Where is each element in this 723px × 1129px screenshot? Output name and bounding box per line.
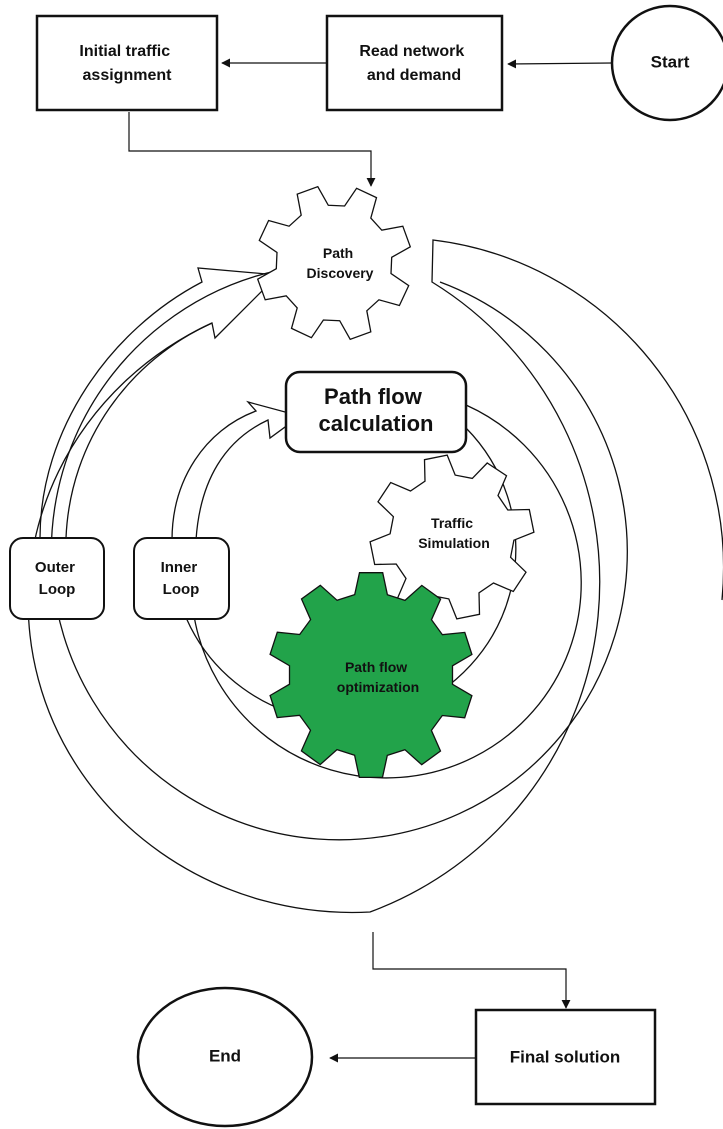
path-discovery-line-2: Discovery	[307, 265, 374, 281]
traffic-simulation-line-2: Simulation	[418, 535, 490, 551]
path-flow-calculation-box: Path flow calculation	[284, 370, 468, 454]
svg-text:Path flow calculation: Path flow calculation	[319, 384, 434, 436]
traffic-simulation-gear-shape	[369, 454, 535, 620]
connector-start-to-read	[507, 59, 613, 69]
svg-text:Inner Loop: Inner Loop	[161, 559, 202, 598]
end-node: End	[136, 986, 314, 1128]
traffic-simulation-gear: Traffic Simulation	[369, 454, 535, 620]
read-network-line-1: Read network	[359, 43, 464, 60]
outer-loop-label-box: Outer Loop	[9, 537, 105, 620]
path-flow-optimization-line-1: Path flow	[345, 659, 407, 675]
svg-text:Path Discovery: Path Discovery	[307, 245, 374, 281]
svg-text:Read network and demand: Read network and demand	[359, 43, 468, 84]
path-flow-optimization-gear-shape	[269, 571, 473, 779]
path-flow-calculation-line-2: calculation	[319, 411, 434, 436]
end-label: End	[209, 1046, 241, 1065]
traffic-simulation-line-1: Traffic	[431, 515, 473, 531]
path-flow-optimization-gear: Path flow optimization	[269, 571, 473, 779]
outer-loop-line-2: Loop	[39, 581, 76, 598]
start-label: Start	[651, 52, 690, 71]
inner-ring-edge-a	[190, 404, 582, 779]
start-node: Start	[610, 4, 723, 122]
inner-loop-line-2: Loop	[163, 581, 200, 598]
connector-initial-to-discovery	[128, 112, 376, 187]
svg-text:Outer Loop: Outer Loop	[35, 559, 79, 598]
final-solution-label: Final solution	[510, 1047, 621, 1066]
path-flow-calculation-line-1: Path flow	[324, 384, 423, 409]
inner-loop-label-box: Inner Loop	[133, 537, 230, 620]
read-network-line-2: and demand	[367, 67, 461, 84]
inner-loop-arrow	[171, 400, 302, 541]
initial-assignment-box: Initial traffic assignment	[35, 14, 219, 112]
outer-loop-line-1: Outer	[35, 559, 75, 576]
svg-text:Path flow optimization: Path flow optimization	[337, 659, 419, 695]
connector-loop-to-final	[372, 932, 571, 1009]
inner-loop-line-1: Inner	[161, 559, 198, 576]
initial-assignment-line-2: assignment	[83, 67, 173, 84]
read-network-box: Read network and demand	[325, 14, 504, 112]
svg-text:Traffic Simulation: Traffic Simulation	[418, 515, 490, 551]
path-discovery-gear: Path Discovery	[256, 185, 412, 341]
path-discovery-line-1: Path	[323, 245, 353, 261]
svg-text:Initial traffic assignme: Initial traffic assignment	[79, 43, 174, 84]
initial-assignment-line-1: Initial traffic	[79, 43, 170, 60]
path-discovery-gear-shape	[256, 185, 412, 341]
outer-ring-inner-edge	[50, 269, 628, 841]
path-flow-optimization-line-2: optimization	[337, 679, 419, 695]
final-solution-box: Final solution	[474, 1008, 657, 1106]
outer-loop-arrow	[39, 267, 280, 539]
